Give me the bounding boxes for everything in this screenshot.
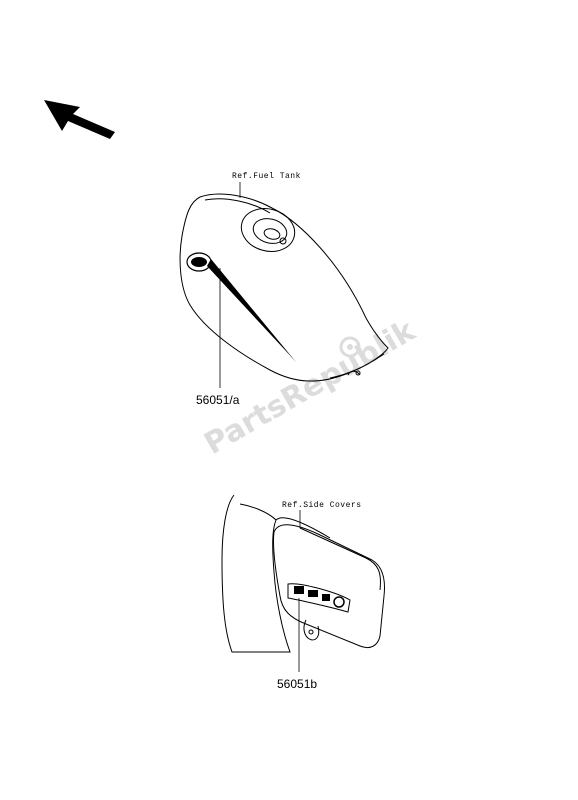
tank-decal <box>186 252 296 362</box>
watermark: PartsRepublik <box>199 313 422 462</box>
ref-side-covers-label: Ref.Side Covers <box>282 501 362 510</box>
direction-arrow-icon <box>44 100 115 139</box>
watermark-gear-icon <box>339 336 361 358</box>
side-cover <box>221 494 385 653</box>
watermark-text: PartsRepublik <box>199 313 422 462</box>
side-decal <box>287 583 351 613</box>
part-number-side-decal: 56051b <box>277 677 317 691</box>
ref-fuel-tank-label: Ref.Fuel Tank <box>232 172 301 181</box>
part-number-tank-decal: 56051/a <box>196 393 240 407</box>
fuel-tank <box>179 193 389 382</box>
